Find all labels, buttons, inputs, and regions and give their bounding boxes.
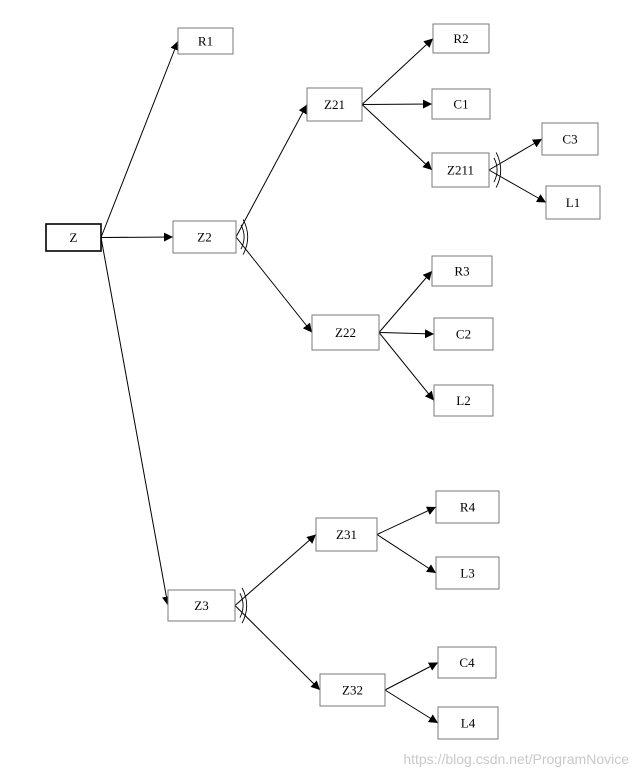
watermark-text: https://blog.csdn.net/ProgramNovice xyxy=(403,751,629,767)
node-c4: C4 xyxy=(437,646,497,679)
node-z3: Z3 xyxy=(167,589,236,622)
node-box xyxy=(311,314,380,351)
node-box xyxy=(315,517,378,552)
node-label: Z2 xyxy=(197,230,211,245)
edge-z-to-z3 xyxy=(100,237,171,606)
node-l4: L4 xyxy=(437,706,499,740)
node-c3: C3 xyxy=(541,122,599,156)
node-label: L3 xyxy=(460,566,474,581)
node-r3: R3 xyxy=(431,255,493,287)
node-r1: R1 xyxy=(177,27,234,55)
node-box xyxy=(172,220,237,254)
node-label: R2 xyxy=(453,31,468,46)
node-box xyxy=(435,556,500,590)
or-arc-z2 xyxy=(240,219,249,255)
node-label: Z22 xyxy=(335,325,356,340)
node-label: Z21 xyxy=(324,97,345,112)
node-l1: L1 xyxy=(545,185,601,220)
node-c2: C2 xyxy=(433,317,494,351)
node-r2: R2 xyxy=(432,23,490,54)
edge-z31-to-l3 xyxy=(376,534,437,574)
node-l2: L2 xyxy=(433,384,494,417)
edge-z3-to-z31 xyxy=(234,534,317,606)
node-box xyxy=(45,223,102,252)
node-z22: Z22 xyxy=(311,314,380,351)
node-z21: Z21 xyxy=(306,87,363,122)
edge-z31-to-r4 xyxy=(376,506,437,535)
node-c1: C1 xyxy=(431,88,491,120)
edge-z-to-r1 xyxy=(100,40,179,238)
edge-z211-to-l1 xyxy=(488,169,547,203)
node-box xyxy=(319,673,386,707)
node-box xyxy=(437,646,497,679)
node-box xyxy=(431,152,490,188)
node-label: L2 xyxy=(456,393,470,408)
node-box xyxy=(431,88,491,120)
edge-z32-to-l4 xyxy=(384,689,439,724)
edge-z2-to-z21 xyxy=(235,104,308,238)
node-z2: Z2 xyxy=(172,220,237,254)
node-box xyxy=(306,87,363,122)
node-l3: L3 xyxy=(435,556,500,590)
edge-z-to-z2 xyxy=(100,232,174,242)
edge-z22-to-c2 xyxy=(378,329,435,339)
node-r4: R4 xyxy=(435,490,500,524)
node-z32: Z32 xyxy=(319,673,386,707)
edge-z22-to-r3 xyxy=(378,270,433,333)
node-label: C3 xyxy=(562,132,577,147)
node-box xyxy=(177,27,234,55)
node-label: Z31 xyxy=(336,527,357,542)
node-box xyxy=(437,706,499,740)
node-label: C1 xyxy=(453,97,468,112)
node-label: R3 xyxy=(454,264,469,279)
node-box xyxy=(433,317,494,351)
node-z211: Z211 xyxy=(431,152,490,188)
edge-z211-to-c3 xyxy=(488,138,543,171)
node-label: C2 xyxy=(456,327,471,342)
node-label: Z xyxy=(70,230,78,245)
edges-layer xyxy=(100,38,547,724)
node-label: Z32 xyxy=(342,683,363,698)
node-label: R4 xyxy=(460,500,476,515)
node-box xyxy=(545,185,601,220)
node-box xyxy=(541,122,599,156)
node-box xyxy=(431,255,493,287)
edge-z21-to-z211 xyxy=(361,104,433,171)
node-box xyxy=(167,589,236,622)
node-z: Z xyxy=(45,223,102,252)
node-box xyxy=(432,23,490,54)
node-box xyxy=(435,490,500,524)
edge-z32-to-c4 xyxy=(384,662,439,691)
or-arc-z211 xyxy=(493,152,502,188)
node-label: C4 xyxy=(459,655,475,670)
node-label: R1 xyxy=(198,34,213,49)
node-label: Z3 xyxy=(194,598,208,613)
edge-z2-to-z22 xyxy=(235,236,313,333)
node-z31: Z31 xyxy=(315,517,378,552)
edge-z22-to-l2 xyxy=(378,332,435,401)
edge-z3-to-z32 xyxy=(234,605,321,691)
or-arc-z3 xyxy=(239,587,248,624)
edge-z21-to-c1 xyxy=(361,99,433,109)
edge-z21-to-r2 xyxy=(361,38,434,105)
node-box xyxy=(433,384,494,417)
or-arcs-layer xyxy=(239,152,502,624)
node-label: L1 xyxy=(566,195,580,210)
node-label: Z211 xyxy=(447,163,474,178)
node-label: L4 xyxy=(461,716,476,731)
